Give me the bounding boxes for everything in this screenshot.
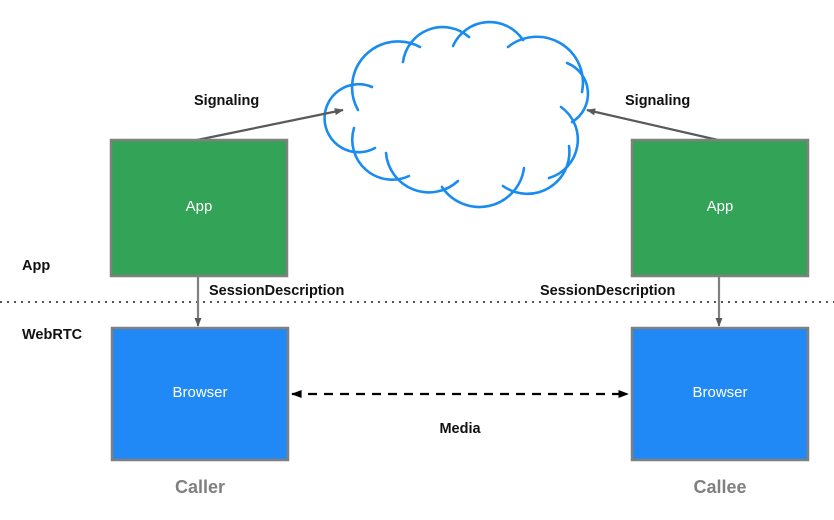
- cloud-arc-right-lower: [547, 105, 580, 180]
- edge-label-callee-sdp: SessionDescription: [540, 283, 676, 299]
- cloud-arc-lower-left: [350, 126, 411, 181]
- role-label-caller: Caller: [174, 477, 226, 497]
- edge-label-media: Media: [439, 421, 481, 437]
- layer-label-webrtc: WebRTC: [22, 327, 83, 343]
- cloud-arc-bottom-middle: [440, 166, 526, 209]
- role-label-callee: Callee: [693, 477, 747, 497]
- edge-label-caller-sdp: SessionDescription: [209, 283, 345, 299]
- edge-callee-signaling: [586, 108, 719, 142]
- signaling-cloud: [323, 20, 590, 209]
- layer-label-app: App: [22, 258, 51, 274]
- cloud-arc-upper-left: [350, 40, 422, 112]
- node-caller-app[interactable]: [109, 138, 289, 278]
- edge-caller-signaling: [196, 108, 344, 142]
- cloud-arc-top-middle: [451, 20, 525, 48]
- node-callee-browser[interactable]: [630, 326, 810, 462]
- cloud-arc-bottom-left: [384, 151, 460, 194]
- edge-label-callee-signaling: Signaling: [625, 93, 691, 109]
- cloud-arc-right-upper: [565, 61, 590, 124]
- cloud-arc-top-left: [401, 25, 471, 64]
- node-caller-browser[interactable]: [110, 326, 290, 462]
- edge-label-caller-signaling: Signaling: [194, 93, 260, 109]
- node-callee-app[interactable]: [630, 138, 810, 278]
